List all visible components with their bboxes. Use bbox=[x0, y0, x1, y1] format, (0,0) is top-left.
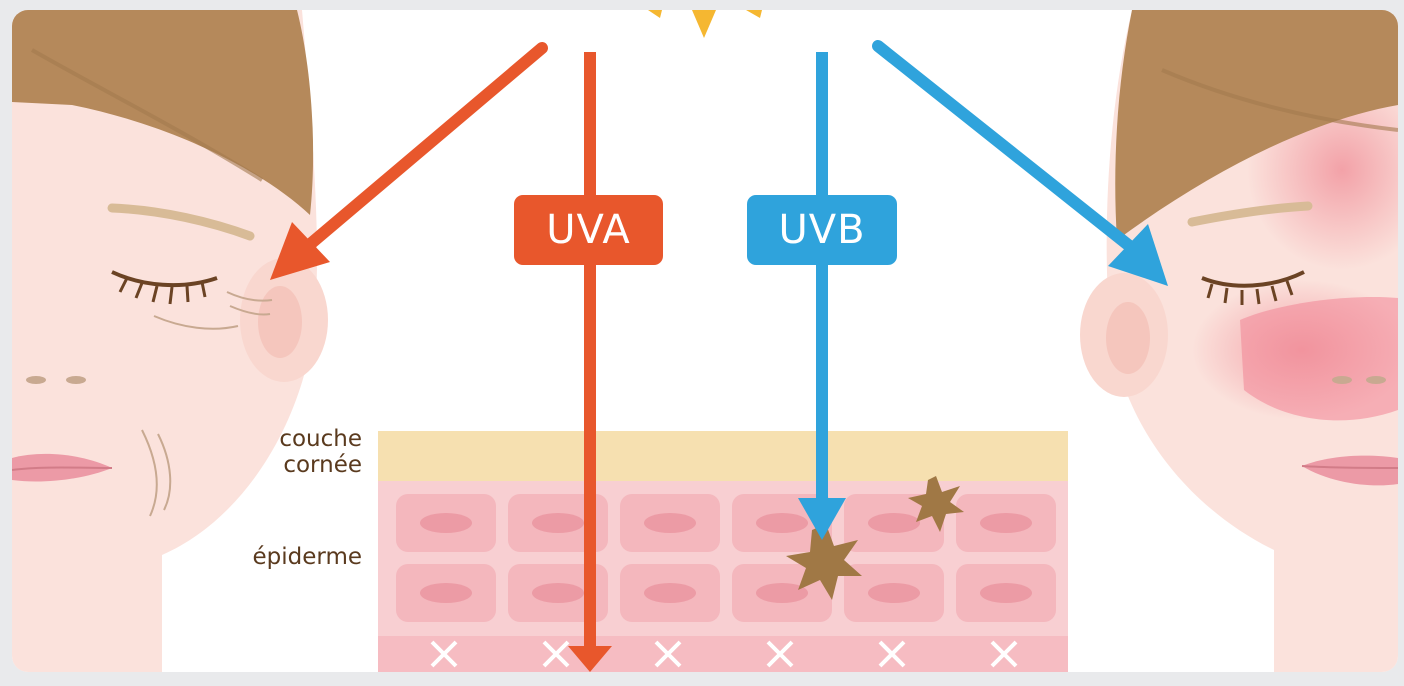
stratum-corneum-label: couche cornée bbox=[208, 426, 362, 478]
epidermis-cells bbox=[396, 494, 1056, 622]
skin-cross-section bbox=[378, 431, 1068, 672]
sun-icon bbox=[648, 10, 762, 38]
uvb-arrows bbox=[798, 40, 1168, 540]
stratum-corneum-label-line1: couche bbox=[279, 426, 362, 452]
stratum-corneum-label-line2: cornée bbox=[283, 452, 362, 478]
uv-skin-diagram: UVA UVB couche cornée épiderme bbox=[12, 10, 1398, 672]
epidermis-label: épiderme bbox=[252, 544, 363, 570]
dermis-fibers bbox=[430, 640, 1018, 668]
uva-label: UVA bbox=[546, 207, 631, 253]
aged-face bbox=[12, 10, 328, 672]
stratum-corneum-layer bbox=[378, 431, 1068, 481]
dermis-layer bbox=[378, 636, 1068, 672]
uva-arrows bbox=[270, 42, 612, 672]
sunburned-face bbox=[1080, 10, 1398, 672]
illustration-canvas bbox=[12, 10, 1398, 672]
uva-badge: UVA bbox=[514, 195, 663, 265]
melanin-spot-large bbox=[786, 524, 862, 600]
uvb-label: UVB bbox=[778, 207, 866, 253]
melanin-spot-small bbox=[908, 476, 964, 532]
uvb-badge: UVB bbox=[747, 195, 897, 265]
